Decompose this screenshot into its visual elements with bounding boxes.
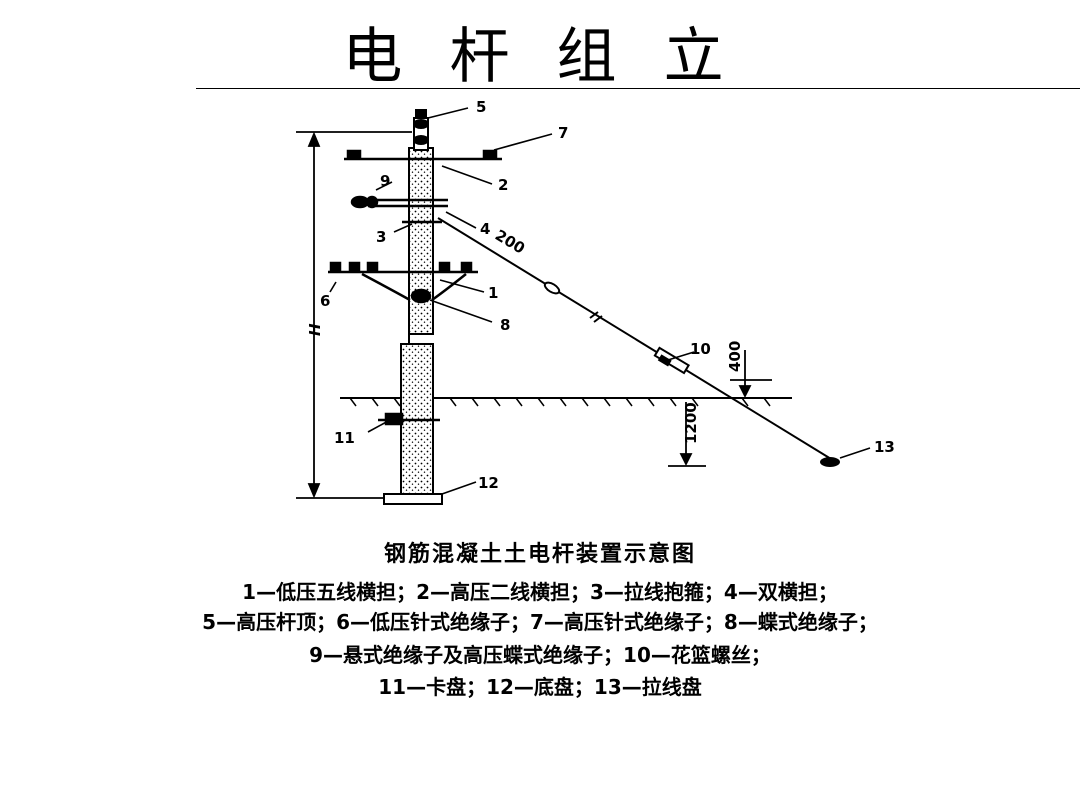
label-1: 1 xyxy=(488,284,498,302)
base-plate xyxy=(383,493,443,505)
label-13: 13 xyxy=(874,438,895,456)
anchor-plate xyxy=(820,457,840,467)
guy-wire xyxy=(437,217,837,463)
label-400: 400 xyxy=(726,341,744,372)
label-9: 9 xyxy=(380,172,390,190)
double-crossarm xyxy=(350,195,448,209)
dimension-400 xyxy=(730,350,772,399)
page-title: 电 杆 组 立 xyxy=(342,22,738,92)
caption-line-1: 1—低压五线横担；2—高压二线横担；3—拉线抱箍；4—双横担； xyxy=(242,580,838,604)
caption-line-4: 11—卡盘；12—底盘；13—拉线盘 xyxy=(378,675,702,699)
caption-line-3: 9—悬式绝缘子及高压蝶式绝缘子；10—花篮螺丝； xyxy=(309,643,771,667)
lv-crossarm xyxy=(328,261,478,304)
label-7: 7 xyxy=(558,124,568,142)
label-3: 3 xyxy=(376,228,386,246)
label-10: 10 xyxy=(690,340,711,358)
label-2: 2 xyxy=(498,176,508,194)
label-200: 200 xyxy=(492,226,528,258)
label-8: 8 xyxy=(500,316,510,334)
hv-crossarm xyxy=(344,149,502,161)
title-divider xyxy=(196,88,1080,89)
pole-installation-diagram: 5 7 2 9 3 4 200 1 6 8 10 400 1200 11 12 … xyxy=(296,98,895,505)
label-height: H xyxy=(306,323,324,336)
label-11: 11 xyxy=(334,429,355,447)
label-1200: 1200 xyxy=(682,402,700,444)
label-12: 12 xyxy=(478,474,499,492)
dimension-1200 xyxy=(668,402,706,467)
height-dimension xyxy=(296,131,412,499)
label-6: 6 xyxy=(320,292,330,310)
label-4: 4 xyxy=(480,220,490,238)
caption-title: 钢筋混凝土土电杆装置示意图 xyxy=(383,542,696,567)
pole-top xyxy=(413,109,429,151)
label-5: 5 xyxy=(476,98,486,116)
leader-lines xyxy=(329,107,871,495)
caption-line-2: 5—高压杆顶；6—低压针式绝缘子；7—高压针式绝缘子；8—蝶式绝缘子； xyxy=(202,610,878,634)
